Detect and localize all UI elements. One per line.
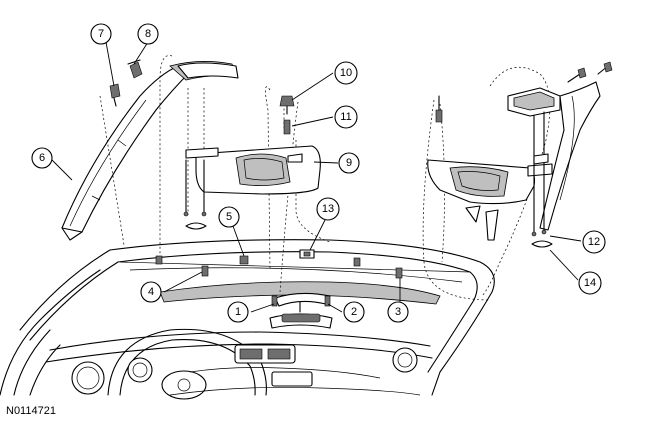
callout-12-label: 12	[588, 236, 600, 248]
callout-2: 2	[343, 301, 365, 323]
callout-14-label: 14	[584, 277, 596, 289]
dashboard-illustration	[0, 239, 495, 400]
callout-5: 5	[218, 206, 240, 228]
callout-7: 7	[90, 23, 112, 45]
callout-1: 1	[227, 301, 249, 323]
callout-12: 12	[582, 230, 606, 254]
callout-10-label: 10	[340, 67, 352, 79]
callout-7-label: 7	[98, 28, 104, 40]
pillar-clip-and-screw	[109, 59, 143, 107]
left-a-pillar-trim	[61, 61, 239, 241]
left-sun-visor	[183, 145, 321, 230]
callout-4: 4	[140, 281, 162, 303]
callout-11: 11	[334, 105, 358, 129]
callout-8: 8	[137, 23, 159, 45]
callout-13-label: 13	[322, 203, 334, 215]
callout-1-label: 1	[235, 306, 241, 318]
callout-6: 6	[31, 147, 53, 169]
callout-11-label: 11	[340, 111, 351, 123]
callout-3-label: 3	[395, 306, 401, 318]
callout-3: 3	[387, 301, 409, 323]
callout-10: 10	[334, 61, 358, 85]
callout-2-label: 2	[351, 306, 357, 318]
visor-clip-hardware	[279, 95, 295, 135]
callout-13: 13	[316, 197, 340, 221]
callout-8-label: 8	[145, 28, 151, 40]
right-side-assembly	[422, 61, 613, 301]
header-retainers	[155, 249, 403, 307]
callout-9: 9	[338, 152, 360, 174]
callout-4-label: 4	[148, 286, 154, 298]
callout-14: 14	[578, 271, 602, 295]
callout-5-label: 5	[226, 211, 232, 223]
figure-id-label: N0114721	[6, 405, 56, 417]
callout-9-label: 9	[346, 157, 352, 169]
callout-6-label: 6	[39, 152, 45, 164]
